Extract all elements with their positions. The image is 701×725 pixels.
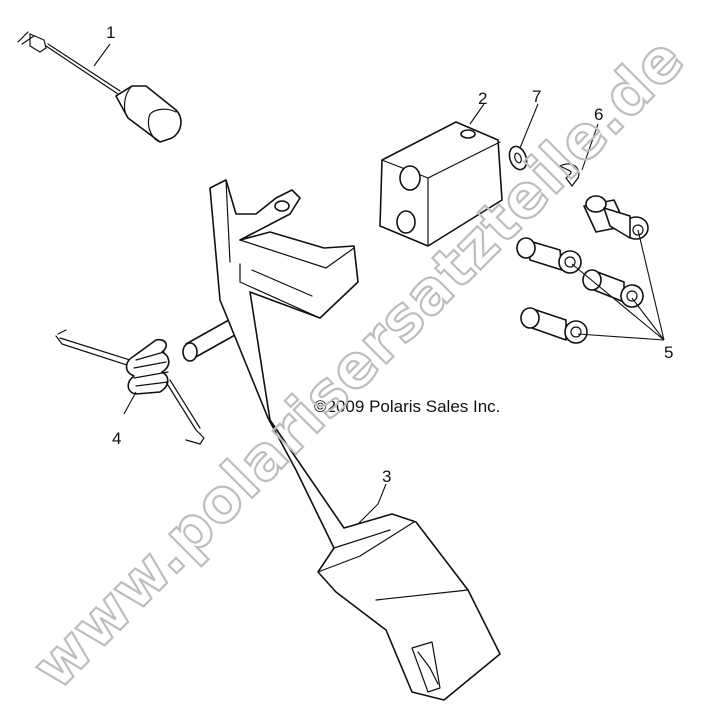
leader-lines [93, 43, 665, 525]
copyright-text: ©2009 Polaris Sales Inc. [314, 397, 500, 416]
callout-5: 5 [664, 343, 673, 362]
callout-4: 4 [112, 429, 121, 448]
callout-2: 2 [478, 89, 487, 108]
part-1-sensor [17, 31, 182, 143]
bolt [520, 307, 588, 344]
callout-7: 7 [532, 87, 541, 106]
callouts: 1 2 3 4 5 6 7 [106, 23, 673, 486]
part-7-washer [508, 145, 528, 171]
part-6-clip [559, 163, 580, 187]
callout-1: 1 [106, 23, 115, 42]
part-2-block [379, 121, 503, 247]
callout-6: 6 [594, 105, 603, 124]
part-4-spring [55, 329, 205, 445]
callout-3: 3 [382, 467, 391, 486]
bolt [583, 195, 649, 240]
part-3-pedal [209, 179, 501, 701]
